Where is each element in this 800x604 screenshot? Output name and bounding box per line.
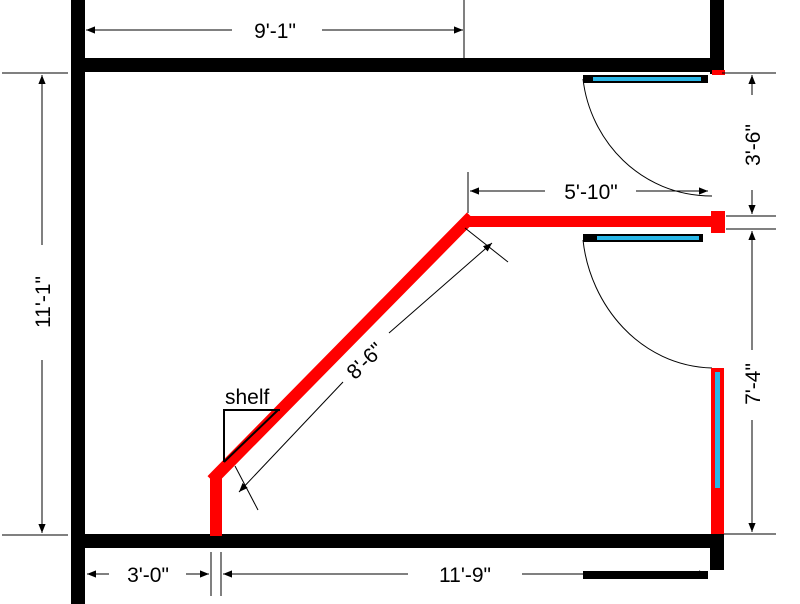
bottom-wall <box>71 534 722 548</box>
dim-right-wall: 7'-4" <box>724 228 776 535</box>
dim-top-partition-label: 5'-10" <box>564 181 618 204</box>
left-wall <box>71 0 85 604</box>
partition-left-vertical <box>210 474 222 536</box>
new-partitions <box>207 70 725 536</box>
dim-bottom-right-label: 11'-9" <box>439 564 491 587</box>
shelf: shelf <box>223 386 280 463</box>
lower-door <box>582 234 713 369</box>
top-right-wall-stub <box>710 0 724 74</box>
dim-upper-door-label: 3'-6" <box>742 124 765 166</box>
right-partition-glass <box>715 372 720 488</box>
dim-diagonal-partition: 8'-6" <box>234 227 509 511</box>
dim-top-width-label: 9'-1" <box>254 20 296 43</box>
dim-top-width: 9'-1" <box>86 0 465 58</box>
dim-left-height-label: 11'-1" <box>32 276 55 328</box>
upper-door-swing-arc <box>582 78 713 197</box>
partition-horizontal <box>465 216 713 227</box>
bottom-right-wall-stub <box>710 534 724 570</box>
top-wall-red-cap <box>712 70 725 75</box>
dim-upper-door: 3'-6" <box>722 72 776 217</box>
dim-bottom-left: 3'-0" <box>87 552 212 596</box>
existing-walls <box>71 0 724 604</box>
shelf-outline <box>223 409 280 462</box>
shelf-diagonal <box>223 409 279 463</box>
dim-top-partition: 5'-10" <box>467 172 708 213</box>
upper-door-glass <box>593 77 701 81</box>
bottom-door-panel <box>583 571 708 579</box>
partition-end-post <box>711 211 725 233</box>
lower-door-swing-arc <box>582 239 713 369</box>
lower-door-glass <box>597 236 699 240</box>
upper-door <box>582 75 713 197</box>
dim-right-wall-label: 7'-4" <box>742 363 765 405</box>
dim-bottom-left-label: 3'-0" <box>127 564 169 587</box>
diagonal-partition <box>207 212 476 485</box>
top-wall <box>71 58 717 72</box>
dim-bottom-right: 11'-9" <box>220 552 708 596</box>
shelf-label: shelf <box>225 386 270 409</box>
dim-left-height: 11'-1" <box>2 72 68 536</box>
